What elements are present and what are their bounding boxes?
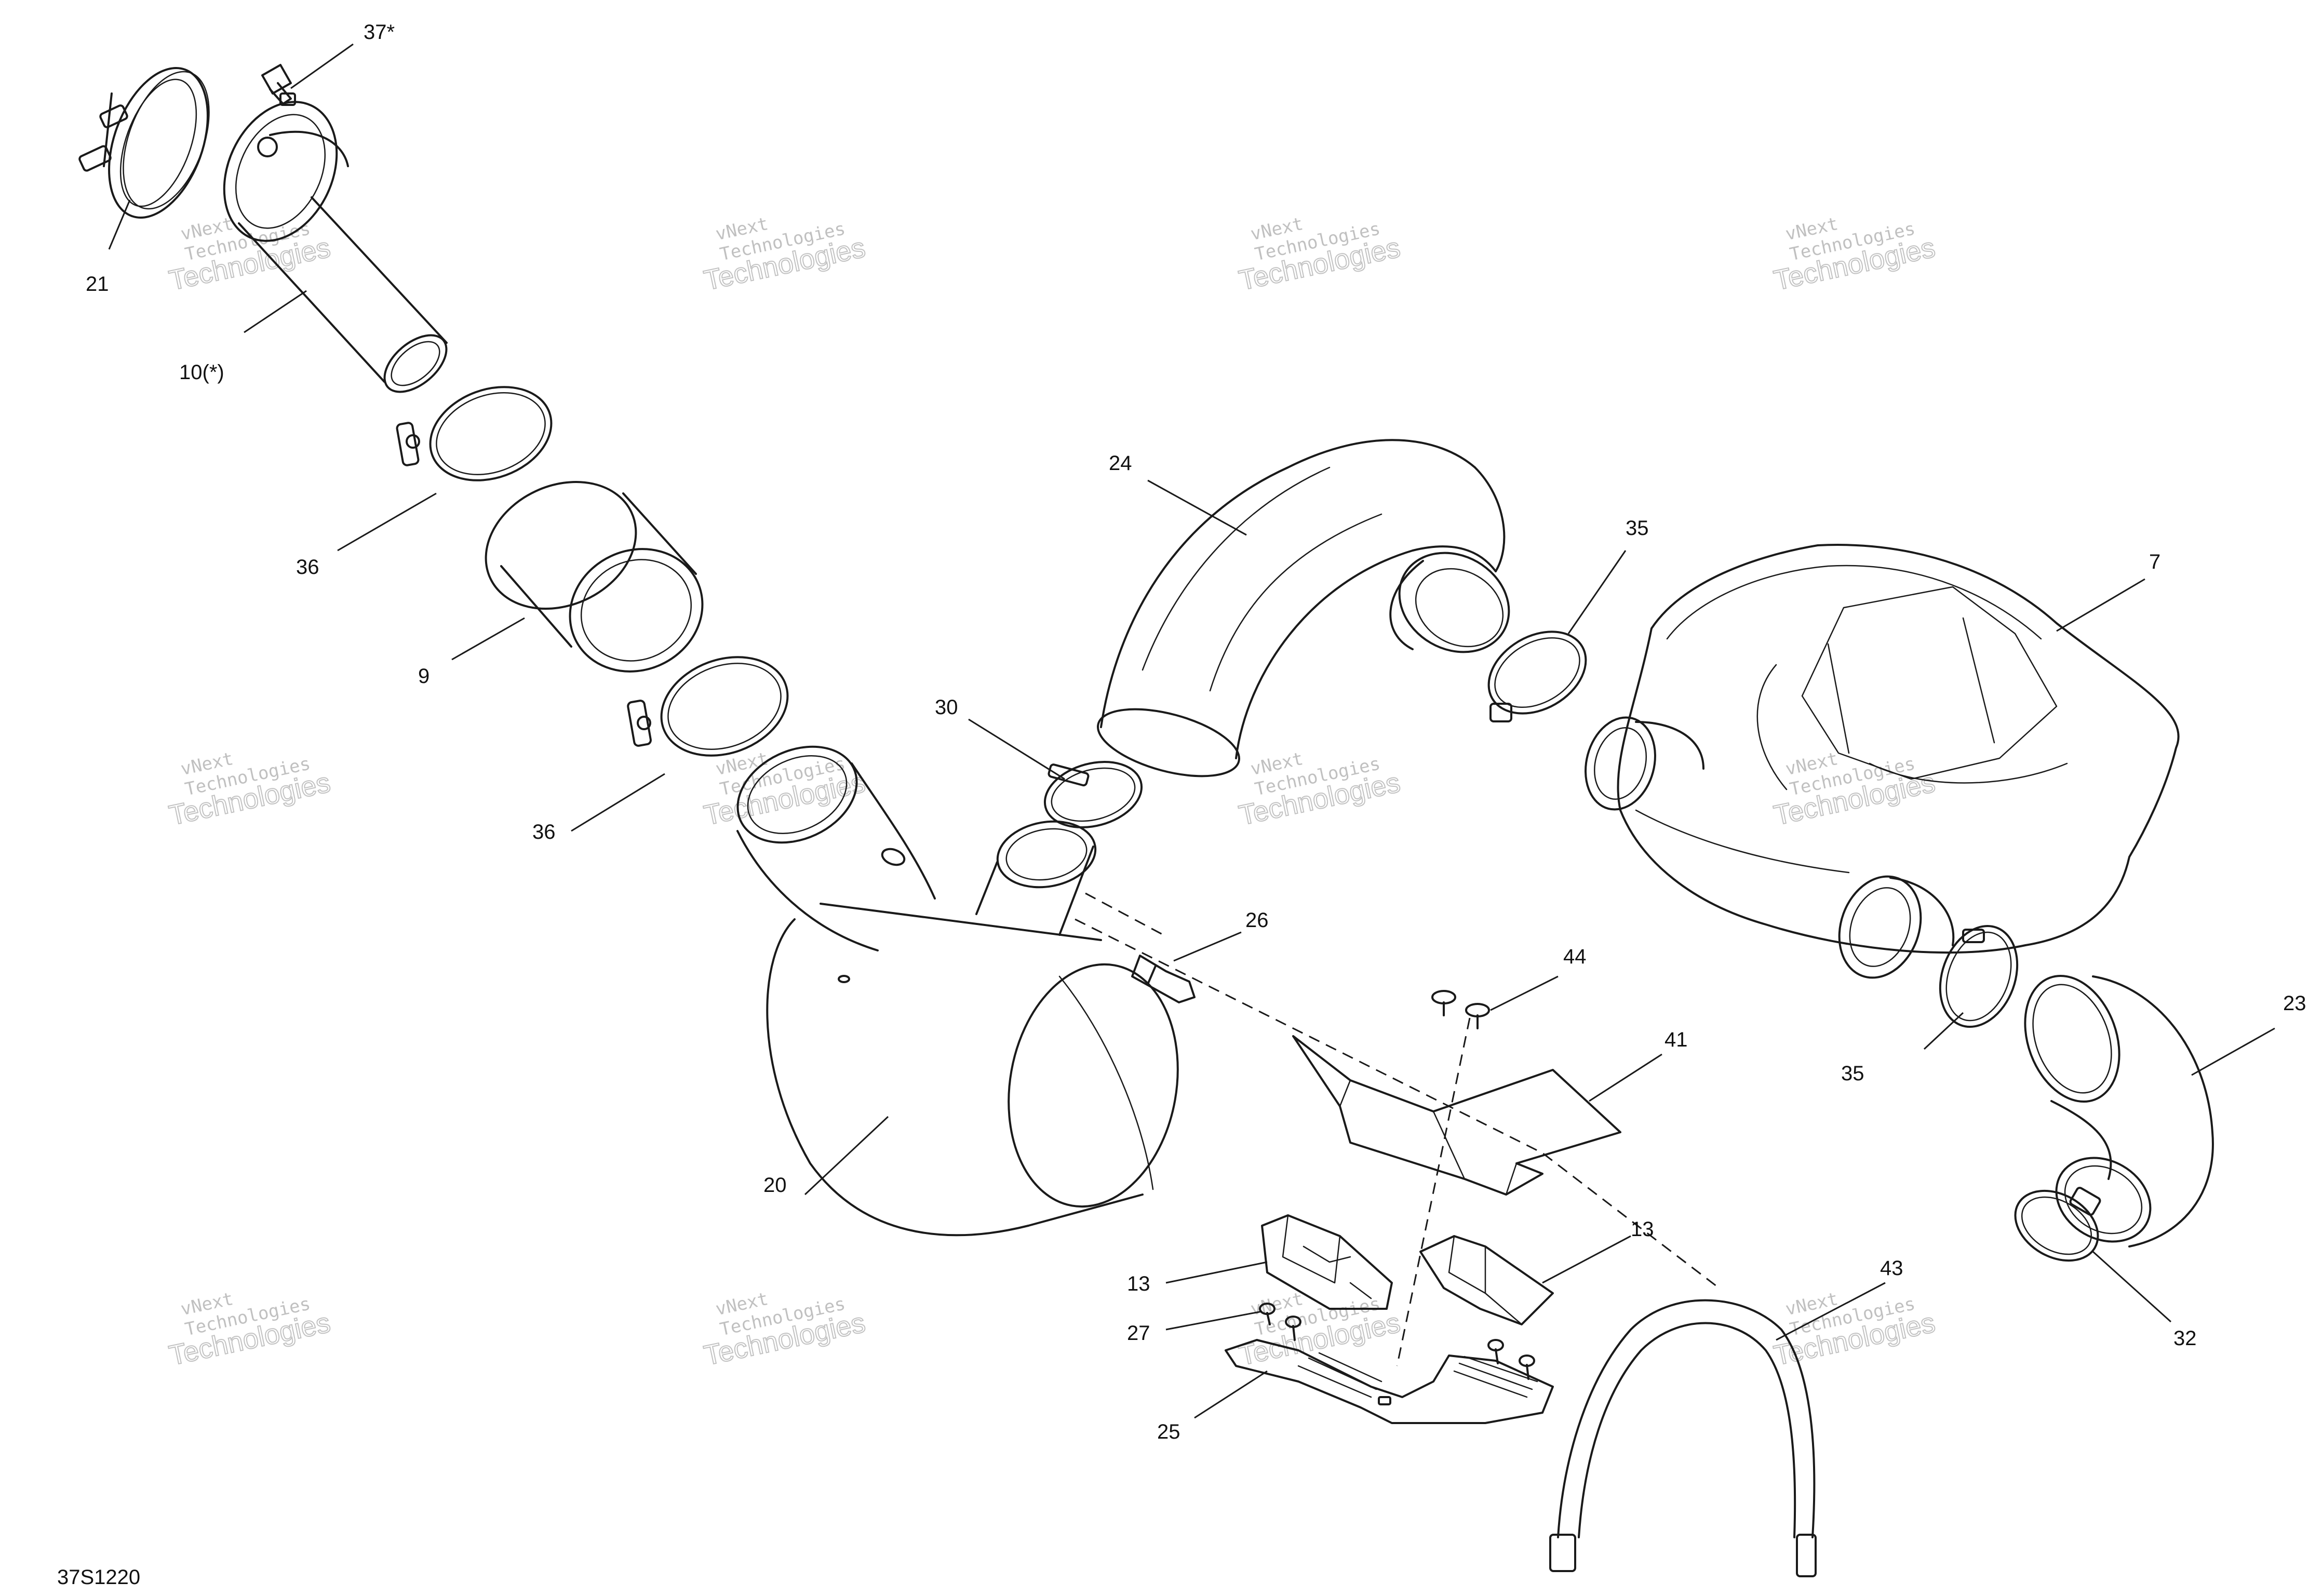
- part-35-clamp-upper[interactable]: [1474, 615, 1600, 730]
- callout-43: 43: [1880, 1257, 1903, 1280]
- part-43-strap[interactable]: [1549, 1299, 1817, 1577]
- part-27-bolts[interactable]: [1259, 1303, 1535, 1380]
- part-36-clamp-lower[interactable]: [627, 640, 801, 773]
- callout-44: 44: [1563, 945, 1587, 968]
- watermark: vNext Technologies Technologies: [1770, 1289, 1938, 1372]
- callout-32: 32: [2173, 1327, 2197, 1350]
- watermark: vNext Technologies Technologies: [166, 213, 333, 297]
- callout-21: 21: [86, 273, 109, 296]
- watermark: vNext Technologies Technologies: [1236, 213, 1403, 297]
- callout-9: 9: [418, 665, 429, 688]
- part-21-vband-clamp[interactable]: [78, 55, 226, 231]
- watermark: vNext Technologies Technologies: [166, 748, 333, 832]
- callout-37: 37*: [364, 21, 395, 44]
- callout-27: 27: [1127, 1322, 1150, 1345]
- part-41-heat-shield[interactable]: [1292, 1035, 1621, 1196]
- callout-23: 23: [2283, 992, 2306, 1015]
- watermark: vNext Technologies Technologies: [166, 1289, 333, 1372]
- watermark: vNext Technologies Technologies: [1770, 748, 1938, 832]
- part-13-bracket-left[interactable]: [1261, 1214, 1393, 1310]
- part-35-clamp-lower[interactable]: [1927, 915, 2031, 1038]
- watermark: vNext Technologies Technologies: [1236, 748, 1403, 832]
- axis-line-heatshield: [1396, 1017, 1471, 1366]
- watermark: vNext Technologies Technologies: [701, 213, 868, 297]
- callout-labels: 37* 21 10(*) 24 35 7 36 9 30 36 26 44 41…: [86, 21, 2306, 1443]
- part-24-crossover-pipe[interactable]: [1091, 439, 1527, 789]
- callout-13-right: 13: [1631, 1218, 1654, 1241]
- part-30-clamp[interactable]: [1038, 752, 1149, 837]
- part-36-clamp-upper[interactable]: [396, 371, 565, 497]
- part-10-inlet-pipe[interactable]: [203, 84, 457, 403]
- callout-41: 41: [1664, 1028, 1688, 1051]
- callout-36-lower: 36: [532, 821, 556, 843]
- watermark: vNext Technologies Technologies: [1770, 213, 1938, 297]
- part-26-sensor[interactable]: [1131, 955, 1196, 1003]
- leader-lines: [108, 43, 2275, 1419]
- part-20-muffler[interactable]: [722, 728, 1196, 1237]
- callout-35-lower: 35: [1841, 1062, 1864, 1085]
- callout-26: 26: [1245, 909, 1269, 932]
- watermark: vNext Technologies Technologies: [1236, 1289, 1403, 1372]
- part-37-sensor-fitting[interactable]: [261, 64, 296, 106]
- callout-10: 10(*): [179, 361, 224, 384]
- axis-line-main: [1075, 918, 1720, 1289]
- part-23-elbow-pipe[interactable]: [2008, 962, 2214, 1258]
- part-7-main-muffler[interactable]: [1576, 544, 2180, 989]
- callout-30: 30: [935, 696, 958, 719]
- part-44-screws[interactable]: [1431, 990, 1490, 1029]
- callout-20: 20: [763, 1174, 787, 1197]
- part-9-sleeve[interactable]: [465, 458, 722, 693]
- assembly-axis-lines: [1075, 892, 1720, 1366]
- part-32-clamp[interactable]: [2003, 1177, 2110, 1275]
- callout-7: 7: [2149, 551, 2160, 573]
- watermark: vNext Technologies Technologies: [701, 1289, 868, 1372]
- callout-24: 24: [1109, 452, 1132, 475]
- drawing-reference-number: 37S1220: [57, 1566, 140, 1589]
- axis-line-sensor: [1085, 892, 1164, 936]
- part-13-bracket-right[interactable]: [1419, 1235, 1554, 1325]
- part-25-mounting-plate[interactable]: [1225, 1339, 1554, 1424]
- callout-13-left: 13: [1127, 1272, 1150, 1295]
- callout-35-upper: 35: [1626, 517, 1649, 540]
- callout-25: 25: [1157, 1420, 1180, 1443]
- callout-36-upper: 36: [296, 556, 319, 579]
